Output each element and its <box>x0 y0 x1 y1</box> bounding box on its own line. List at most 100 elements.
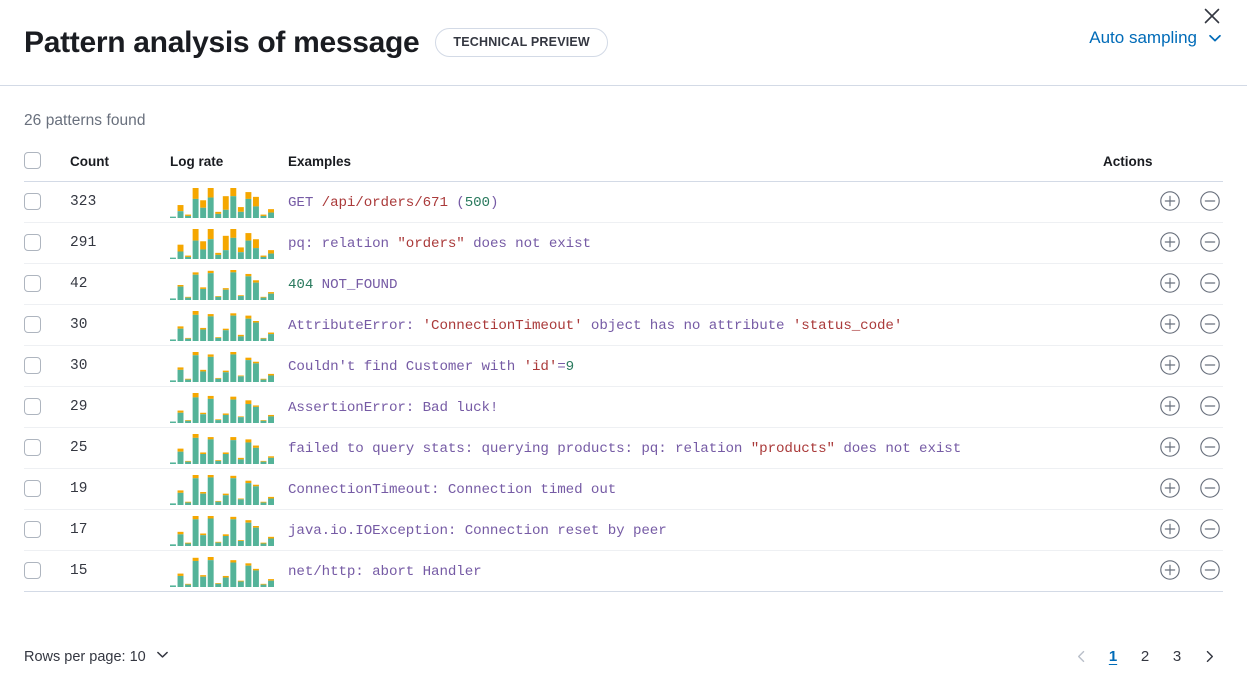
table-row[interactable]: 291 pq: relation "orders" does not exist <box>24 222 1223 264</box>
circle-minus-icon[interactable] <box>1197 434 1223 460</box>
log-rate-sparkline <box>170 304 288 346</box>
example-message: java.io.IOException: Connection reset by… <box>288 509 1103 551</box>
circle-minus-icon[interactable] <box>1197 475 1223 501</box>
example-token: java.io.IOException: Connection reset by… <box>288 523 667 539</box>
circle-plus-icon[interactable] <box>1157 475 1183 501</box>
example-token: 'id' <box>523 359 558 375</box>
pagination-page-2[interactable]: 2 <box>1140 648 1150 665</box>
log-rate-sparkline <box>170 509 288 551</box>
row-checkbox[interactable] <box>24 439 41 457</box>
patterns-found-count: 26 patterns found <box>24 112 146 129</box>
circle-plus-icon[interactable] <box>1157 270 1183 296</box>
actions-cell <box>1103 386 1223 428</box>
example-token: 404 <box>288 277 314 293</box>
log-rate-sparkline <box>170 550 288 592</box>
status-badge: TECHNICAL PREVIEW <box>435 27 608 58</box>
count-value: 25 <box>70 427 170 469</box>
row-checkbox[interactable] <box>24 316 41 334</box>
circle-plus-icon[interactable] <box>1157 311 1183 337</box>
select-all-checkbox[interactable] <box>24 152 41 169</box>
row-select-cell <box>24 427 70 469</box>
circle-plus-icon[interactable] <box>1157 188 1183 214</box>
example-token: does not exist <box>834 441 962 457</box>
example-message: failed to query stats: querying products… <box>288 427 1103 469</box>
row-select-cell <box>24 181 70 223</box>
row-select-cell <box>24 468 70 510</box>
row-checkbox[interactable] <box>24 562 41 580</box>
row-select-cell <box>24 509 70 551</box>
table-header: Count Log rate Examples Actions <box>24 152 1223 182</box>
close-icon[interactable] <box>1199 3 1225 29</box>
header-left-group: Pattern analysis of message TECHNICAL PR… <box>24 26 608 59</box>
pagination-page-1[interactable]: 1 <box>1108 648 1118 665</box>
actions-cell <box>1103 345 1223 387</box>
count-value: 30 <box>70 304 170 346</box>
circle-minus-icon[interactable] <box>1197 393 1223 419</box>
example-token: net/http: abort Handler <box>288 564 482 580</box>
example-message: AttributeError: 'ConnectionTimeout' obje… <box>288 304 1103 346</box>
circle-minus-icon[interactable] <box>1197 188 1223 214</box>
column-header-examples[interactable]: Examples <box>288 152 1103 182</box>
example-token: failed to query stats: querying products… <box>288 441 751 457</box>
row-checkbox[interactable] <box>24 275 41 293</box>
table-row[interactable]: 30 AttributeError: 'ConnectionTimeout' ob… <box>24 304 1223 346</box>
row-checkbox[interactable] <box>24 357 41 375</box>
circle-minus-icon[interactable] <box>1197 557 1223 583</box>
circle-minus-icon[interactable] <box>1197 352 1223 378</box>
row-checkbox[interactable] <box>24 398 41 416</box>
circle-plus-icon[interactable] <box>1157 393 1183 419</box>
pagination: 1 2 3 <box>1067 643 1223 671</box>
circle-plus-icon[interactable] <box>1157 516 1183 542</box>
circle-minus-icon[interactable] <box>1197 516 1223 542</box>
example-message: AssertionError: Bad luck! <box>288 386 1103 428</box>
chevron-left-icon[interactable] <box>1067 643 1095 671</box>
circle-minus-icon[interactable] <box>1197 311 1223 337</box>
select-all-header <box>24 152 70 182</box>
actions-cell <box>1103 509 1223 551</box>
row-checkbox[interactable] <box>24 480 41 498</box>
actions-cell <box>1103 468 1223 510</box>
circle-plus-icon[interactable] <box>1157 352 1183 378</box>
row-select-cell <box>24 304 70 346</box>
column-header-count[interactable]: Count <box>70 152 170 182</box>
actions-cell <box>1103 222 1223 264</box>
example-token: = <box>557 359 566 375</box>
auto-sampling-dropdown[interactable]: Auto sampling <box>1089 28 1223 48</box>
example-token: object has no attribute <box>582 318 793 334</box>
count-value: 291 <box>70 222 170 264</box>
circle-minus-icon[interactable] <box>1197 229 1223 255</box>
row-checkbox[interactable] <box>24 234 41 252</box>
row-checkbox[interactable] <box>24 521 41 539</box>
example-token: 'status_code' <box>792 318 903 334</box>
row-checkbox[interactable] <box>24 193 41 211</box>
log-rate-sparkline <box>170 222 288 264</box>
row-select-cell <box>24 263 70 305</box>
circle-minus-icon[interactable] <box>1197 270 1223 296</box>
example-token: ) <box>489 195 499 211</box>
example-message: pq: relation "orders" does not exist <box>288 222 1103 264</box>
column-header-log-rate[interactable]: Log rate <box>170 152 288 182</box>
rows-per-page-selector[interactable]: Rows per page: 10 <box>24 647 170 666</box>
circle-plus-icon[interactable] <box>1157 229 1183 255</box>
auto-sampling-label: Auto sampling <box>1089 28 1197 47</box>
count-value: 19 <box>70 468 170 510</box>
chevron-right-icon[interactable] <box>1195 643 1223 671</box>
example-token: 9 <box>565 359 575 375</box>
example-token: ( <box>447 195 465 211</box>
example-token: does not exist <box>464 236 591 252</box>
table-row[interactable]: 25 failed to query stats: querying produc… <box>24 427 1223 469</box>
pagination-page-3[interactable]: 3 <box>1172 648 1182 665</box>
example-token: /api/orders/671 <box>321 195 448 211</box>
page-title: Pattern analysis of message <box>24 26 420 59</box>
example-token: "orders" <box>397 236 465 252</box>
circle-plus-icon[interactable] <box>1157 434 1183 460</box>
circle-plus-icon[interactable] <box>1157 557 1183 583</box>
